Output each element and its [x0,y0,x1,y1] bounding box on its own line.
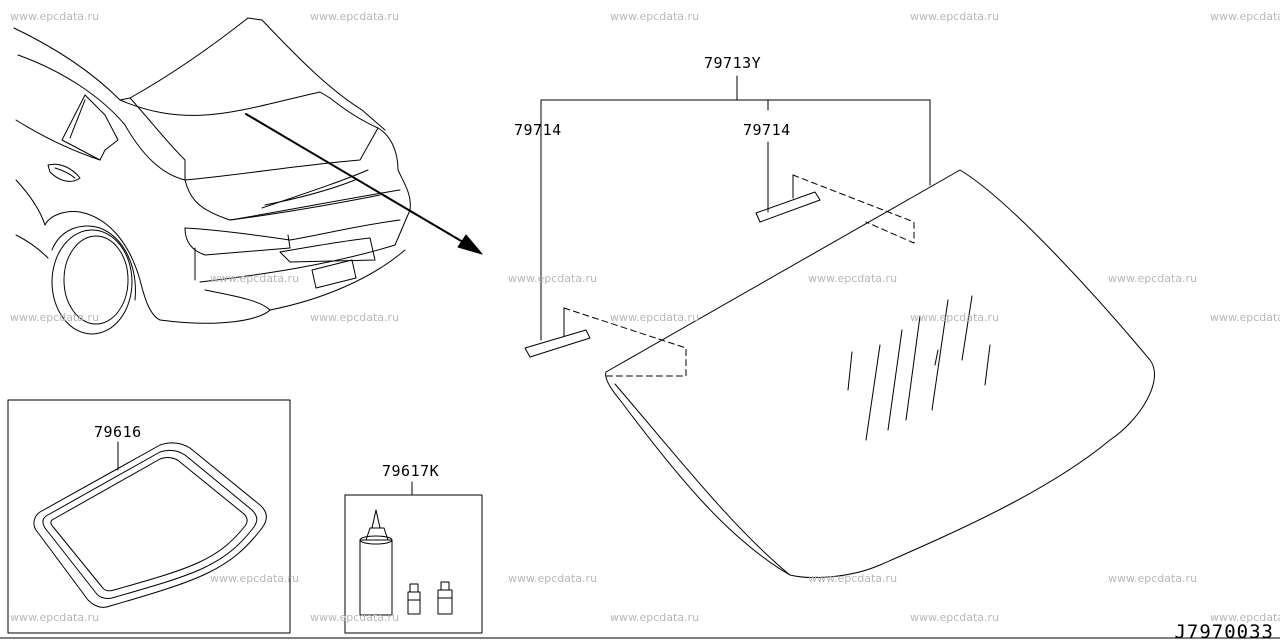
arrow-head-icon [457,234,483,255]
watermark: www.epcdata.ru [1108,572,1198,585]
watermark: www.epcdata.ru [1210,611,1280,624]
watermark: www.epcdata.ru [310,10,400,23]
part-number-spacer-right[interactable]: 79714 [743,121,791,139]
watermark: www.epcdata.ru [910,311,1000,324]
watermark: www.epcdata.ru [1210,10,1280,23]
watermark: www.epcdata.ru [10,311,100,324]
watermark: www.epcdata.ru [808,272,898,285]
watermark: www.epcdata.ru [1108,272,1198,285]
watermark: www.epcdata.ru [610,311,700,324]
watermark: www.epcdata.ru [210,272,300,285]
part-number-adhesive-kit[interactable]: 79617K [382,462,440,480]
spacer-left [524,307,687,377]
part-number-molding[interactable]: 79616 [94,423,142,441]
part-number-spacer-left[interactable]: 79714 [514,121,562,139]
watermark: www.epcdata.ru [210,572,300,585]
vehicle-rear-illustration [13,17,469,335]
rear-window-glass [605,169,1155,579]
adhesive-kit-box [344,481,483,634]
watermark: www.epcdata.ru [610,611,700,624]
watermark: www.epcdata.ru [10,611,100,624]
watermark: www.epcdata.ru [808,572,898,585]
watermark: www.epcdata.ru [310,611,400,624]
molding-box [7,399,291,634]
watermark: www.epcdata.ru [910,611,1000,624]
spacer-right [755,174,915,244]
part-number-glass-assembly[interactable]: 79713Y [704,54,762,72]
watermark: www.epcdata.ru [508,272,598,285]
watermark: www.epcdata.ru [1210,311,1280,324]
watermark: www.epcdata.ru [508,572,598,585]
watermark: www.epcdata.ru [10,10,100,23]
watermark: www.epcdata.ru [910,10,1000,23]
callout-leader-lines [540,75,931,341]
watermark: www.epcdata.ru [610,10,700,23]
diagram-code: J7970033 [1174,621,1274,643]
watermark: www.epcdata.ru [310,311,400,324]
